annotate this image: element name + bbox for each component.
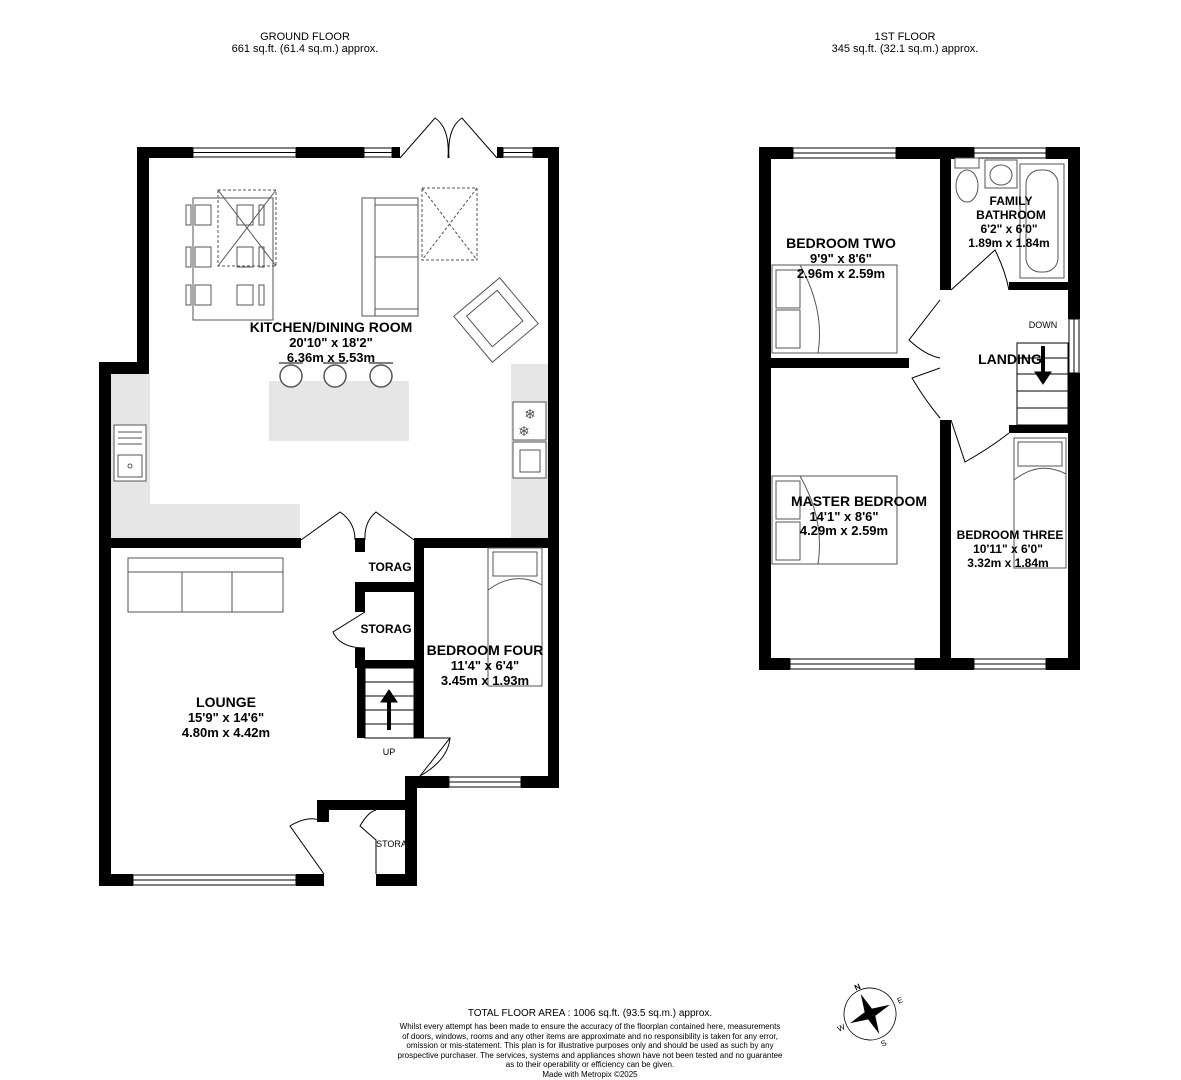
stairs-down-label: DOWN [1029, 320, 1058, 330]
bedroom-two-imperial: 9'9" x 8'6" [810, 251, 872, 266]
compass-rose: N E S W [836, 982, 905, 1049]
bedroom-two-metric: 2.96m x 2.59m [797, 266, 885, 281]
stairs-up-label: UP [383, 747, 396, 757]
sofa-lounge [127, 557, 284, 613]
disclaimer-line: omission or mis-statement. This plan is … [406, 1041, 774, 1050]
lounge-metric: 4.80m x 4.42m [182, 725, 270, 740]
master-bedroom-imperial: 14'1" x 8'6" [809, 509, 878, 524]
kitchen-metric: 6.36m x 5.53m [287, 350, 375, 365]
bedroom-three-metric: 3.32m x 1.84m [967, 556, 1048, 570]
bed-bedroom-four [487, 547, 543, 687]
bed-bedroom-three [1013, 437, 1067, 569]
svg-text:❄: ❄ [518, 423, 530, 439]
bathroom-imperial: 6'2" x 6'0" [980, 222, 1037, 236]
oven [512, 441, 547, 479]
disclaimer-line: Made with Metropix ©2025 [542, 1069, 638, 1079]
master-bedroom-name: MASTER BEDROOM [791, 493, 927, 509]
bedroom-three-imperial: 10'11" x 6'0" [973, 542, 1043, 556]
kitchen-island [269, 381, 409, 441]
footer: TOTAL FLOOR AREA : 1006 sq.ft. (93.5 sq.… [340, 1008, 840, 1079]
ground-floor-walls [99, 147, 559, 886]
bathroom-metric: 1.89m x 1.84m [968, 236, 1049, 250]
first-floor-plan: BEDROOM TWO 9'9" x 8'6" 2.96m x 2.59m FA… [759, 147, 1080, 670]
first-floor-title: 1ST FLOOR [874, 31, 936, 43]
ground-floor-area: 661 sq.ft. (61.4 sq.m.) approx. [231, 43, 379, 55]
ground-floor-windows [132, 147, 534, 886]
bathroom-fixtures [954, 157, 1065, 279]
first-room-labels: BEDROOM TWO 9'9" x 8'6" 2.96m x 2.59m FA… [786, 194, 1063, 570]
disclaimer: Whilst every attempt has been made to en… [340, 1022, 840, 1079]
bathroom-name-2: BATHROOM [976, 208, 1046, 222]
first-stairs [1016, 342, 1069, 426]
compass-s: S [879, 1038, 888, 1048]
bedroom-four-metric: 3.45m x 1.93m [441, 673, 529, 688]
disclaimer-line: of doors, windows, rooms and any other i… [402, 1031, 778, 1041]
armchair [453, 277, 539, 363]
first-floor-area: 345 sq.ft. (32.1 sq.m.) approx. [831, 43, 979, 55]
bed-bedroom-two [771, 264, 898, 354]
fridge-freezer: ❄ ❄ [512, 401, 547, 441]
disclaimer-line: prospective purchaser. The services, sys… [397, 1050, 783, 1060]
compass-e: E [896, 995, 905, 1005]
storage-label-2: STORAG [360, 622, 411, 636]
compass-w: W [836, 1022, 847, 1034]
kitchen-counters [110, 364, 548, 540]
lounge-name: LOUNGE [196, 694, 256, 710]
bedroom-four-name: BEDROOM FOUR [427, 642, 544, 658]
bedroom-two-name: BEDROOM TWO [786, 235, 896, 251]
bedroom-four-imperial: 11'4" x 6'4" [451, 658, 519, 673]
lounge-imperial: 15'9" x 14'6" [188, 710, 264, 725]
ground-floor-plan: ❄ ❄ KITCHEN/DINING ROOM 20'10" x 18'2" 6… [99, 117, 559, 886]
sofa-kitchen [361, 197, 419, 317]
kitchen-name: KITCHEN/DINING ROOM [250, 319, 413, 335]
bar-stools [279, 362, 393, 388]
ground-stairs [364, 667, 415, 739]
compass-n: N [853, 982, 862, 993]
first-floor-doors [908, 249, 1010, 463]
kitchen-imperial: 20'10" x 18'2" [289, 335, 373, 350]
first-floor-windows [789, 147, 1080, 670]
storage-label-1: TORAG [368, 560, 411, 574]
master-bedroom-metric: 4.29m x 2.59m [800, 523, 888, 538]
first-floor-header: 1ST FLOOR 345 sq.ft. (32.1 sq.m.) approx… [800, 31, 1010, 55]
disclaimer-line: as to their operability or efficiency ca… [505, 1060, 675, 1069]
bathroom-name-1: FAMILY [990, 194, 1033, 208]
bed-master [771, 475, 898, 565]
landing-name: LANDING [978, 351, 1042, 367]
ground-floor-title: GROUND FLOOR [260, 31, 350, 43]
rug [421, 187, 478, 261]
bedroom-three-name: BEDROOM THREE [957, 528, 1064, 542]
ground-room-labels: KITCHEN/DINING ROOM 20'10" x 18'2" 6.36m… [182, 319, 543, 849]
ground-floor-header: GROUND FLOOR 661 sq.ft. (61.4 sq.m.) app… [200, 31, 410, 55]
dining-table [185, 189, 277, 321]
disclaimer-line: Whilst every attempt has been made to en… [399, 1022, 781, 1031]
first-floor-walls [759, 147, 1080, 670]
svg-text:❄: ❄ [524, 406, 536, 422]
total-floor-area: TOTAL FLOOR AREA : 1006 sq.ft. (93.5 sq.… [467, 1008, 713, 1019]
ground-floor-doors [289, 117, 498, 875]
kitchen-sink [113, 424, 147, 482]
storage-label-3: STORAG [376, 839, 414, 849]
